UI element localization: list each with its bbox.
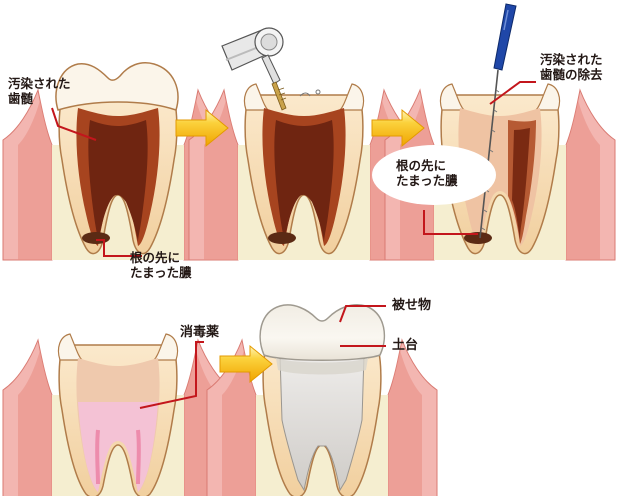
endodontic-file-icon: [479, 3, 517, 239]
label-backdrop: [372, 145, 496, 205]
label-crown: 被せ物: [392, 298, 432, 313]
dental-drill-icon: [221, 27, 321, 111]
label-medicine: 消毒薬: [180, 325, 220, 340]
panel-infected-tooth: [2, 62, 234, 261]
label-pus-at-root-2: 根の先に たまった膿: [396, 158, 458, 188]
callout-pulp-removal: [489, 81, 536, 105]
callout-infected-pulp: [51, 107, 97, 141]
label-infected-pulp-removal: 汚染された 歯髄の除去: [540, 52, 603, 82]
label-abutment: 土台: [392, 338, 419, 353]
arrow-right-icon: [219, 344, 273, 384]
arrow-right-icon: [371, 108, 425, 148]
callout-crown: [339, 305, 386, 323]
label-infected-pulp: 汚染された 歯髄: [8, 76, 71, 106]
panel-disinfection: [2, 333, 234, 500]
arrow-right-icon: [175, 108, 229, 148]
callout-lines: [51, 81, 536, 409]
callout-pus-2: [423, 210, 478, 235]
label-pus-at-root-1: 根の先に たまった膿: [130, 250, 192, 280]
callout-pus-1: [96, 239, 142, 257]
panel-crown: [206, 304, 438, 500]
callout-medicine: [139, 341, 204, 409]
